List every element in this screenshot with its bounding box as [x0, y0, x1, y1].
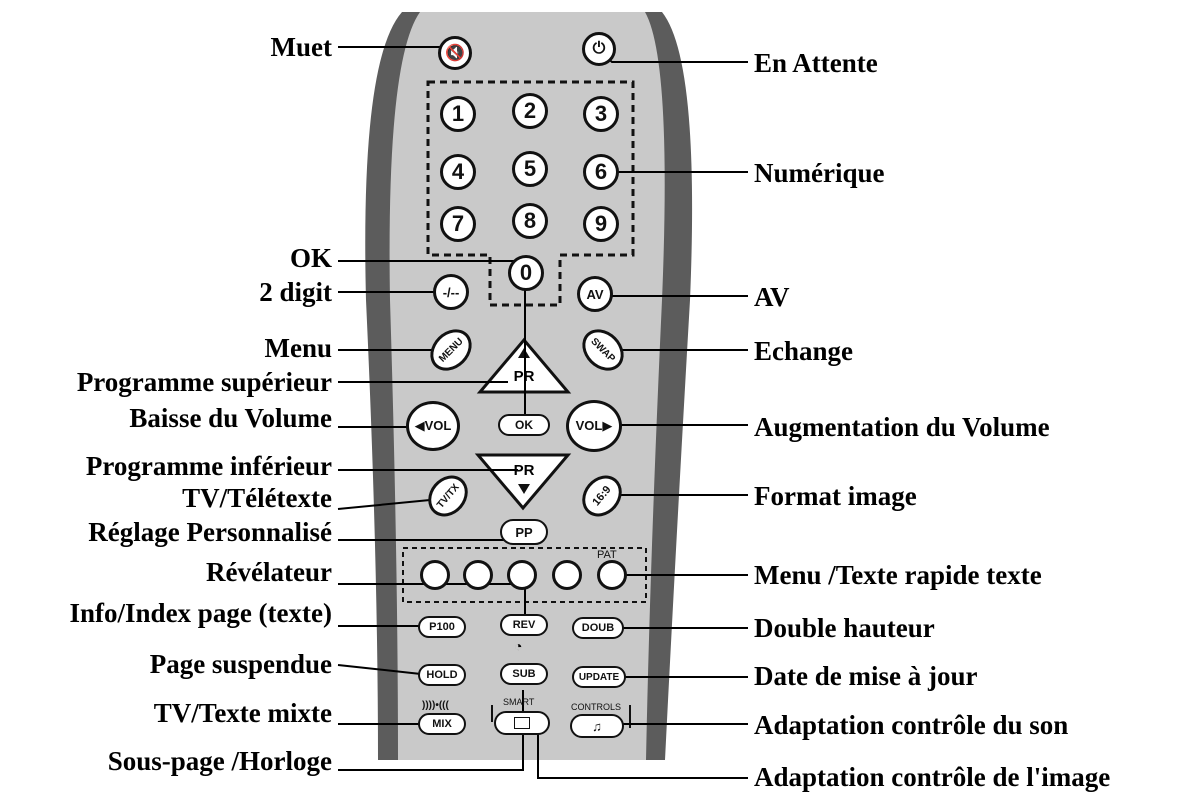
vol-down-button[interactable]: ◀VOL	[406, 401, 460, 451]
doub-button[interactable]: DOUB	[572, 617, 624, 639]
standby-button[interactable]: ⏻	[582, 32, 616, 66]
controls-button[interactable]: ♫	[570, 714, 624, 738]
label-en-attente: En Attente	[754, 48, 878, 78]
label-numerique: Numérique	[754, 158, 885, 188]
yellow-button[interactable]	[507, 560, 537, 590]
label-muet: Muet	[270, 32, 332, 62]
digit-8-button[interactable]: 8	[512, 203, 548, 239]
digit-4-button[interactable]: 4	[440, 154, 476, 190]
label-date-mise-a-jour: Date de mise à jour	[754, 661, 978, 691]
label-adaptation-son: Adaptation contrôle du son	[754, 710, 1069, 740]
label-ok: OK	[289, 243, 332, 273]
label-tv-texte-mixte: TV/Texte mixte	[153, 698, 332, 728]
pat-button[interactable]	[597, 560, 627, 590]
label-reglage-personnalise: Réglage Personnalisé	[88, 517, 332, 547]
red-button[interactable]	[420, 560, 450, 590]
power-icon: ⏻	[592, 40, 606, 57]
digit-0-button[interactable]: 0	[508, 255, 544, 291]
label-tv-teletexte: TV/Télétexte	[182, 483, 332, 513]
clock-icon: ◔	[514, 640, 523, 655]
label-programme-superieur: Programme supérieur	[76, 367, 332, 397]
label-double-hauteur: Double hauteur	[754, 613, 935, 643]
label-format-image: Format image	[754, 481, 917, 511]
ok-button[interactable]: OK	[498, 414, 550, 436]
label-augmentation-volume: Augmentation du Volume	[754, 412, 1050, 442]
blue-button[interactable]	[552, 560, 582, 590]
rev-button[interactable]: REV	[500, 614, 548, 636]
label-echange: Echange	[754, 336, 854, 366]
mute-button[interactable]: 🔇	[438, 36, 472, 70]
label-revelateur: Révélateur	[206, 557, 332, 587]
green-button[interactable]	[463, 560, 493, 590]
pat-label: PAT	[597, 549, 617, 561]
p100-button[interactable]: P100	[418, 616, 466, 638]
vol-up-button[interactable]: VOL▶	[566, 400, 622, 452]
picture-icon	[514, 717, 530, 729]
pr-up-label[interactable]: PR	[513, 368, 535, 385]
label-baisse-volume: Baisse du Volume	[129, 403, 332, 433]
digit-2-button[interactable]: 2	[512, 93, 548, 129]
mute-icon: 🔇	[445, 45, 465, 62]
leader-lines	[337, 46, 748, 779]
pp-button[interactable]: PP	[500, 519, 548, 545]
mix-symbol: ))))•(((	[422, 700, 449, 711]
pr-down-label[interactable]: PR	[513, 462, 535, 479]
music-note-icon: ♫	[592, 718, 602, 734]
pr-down-triangle	[474, 453, 572, 511]
av-button[interactable]: AV	[577, 276, 613, 312]
line-tv-teletexte	[337, 499, 431, 510]
update-button[interactable]: UPDATE	[572, 666, 626, 688]
mix-button[interactable]: MIX	[418, 713, 466, 735]
two-digit-button[interactable]: -/--	[433, 274, 469, 310]
numeric-dashed-box	[426, 80, 635, 307]
digit-3-button[interactable]: 3	[583, 96, 619, 132]
label-menu-texte-rapide: Menu /Texte rapide texte	[754, 560, 1042, 590]
label-programme-inferieur: Programme inférieur	[85, 451, 332, 481]
digit-7-button[interactable]: 7	[440, 206, 476, 242]
hold-button[interactable]: HOLD	[418, 664, 466, 686]
digit-9-button[interactable]: 9	[583, 206, 619, 242]
digit-5-button[interactable]: 5	[512, 151, 548, 187]
pr-down-arrow	[518, 484, 530, 494]
label-page-suspendue: Page suspendue	[149, 649, 332, 679]
label-menu: Menu	[264, 333, 333, 363]
smart-button[interactable]	[494, 711, 550, 735]
digit-6-button[interactable]: 6	[583, 154, 619, 190]
label-2-digit: 2 digit	[259, 277, 332, 307]
smart-label: SMART	[503, 697, 535, 707]
line-page-suspendue	[337, 664, 431, 676]
label-adaptation-image: Adaptation contrôle de l'image	[754, 762, 1111, 792]
digit-1-button[interactable]: 1	[440, 96, 476, 132]
label-av: AV	[754, 282, 790, 312]
label-sous-page: Sous-page /Horloge	[107, 746, 332, 776]
controls-label: CONTROLS	[571, 702, 622, 712]
line-image	[537, 730, 748, 779]
sub-button[interactable]: SUB	[500, 663, 548, 685]
label-info-index: Info/Index page (texte)	[69, 598, 332, 628]
